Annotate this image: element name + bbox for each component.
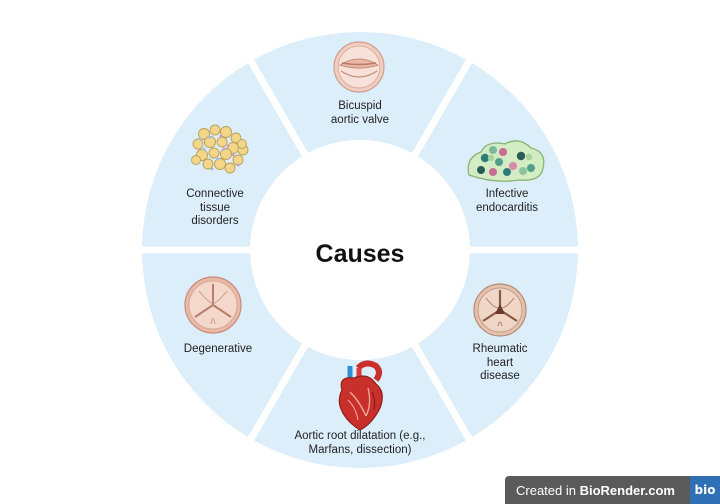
- label-line: disease: [480, 370, 520, 382]
- fat-cell: [220, 148, 232, 160]
- fiber-dot: [210, 167, 214, 171]
- label-line: endocarditis: [475, 201, 538, 214]
- segment-label-connective: Connective tissue disorders: [160, 188, 270, 229]
- fiber-dot: [216, 157, 220, 161]
- fat-cell: [192, 138, 204, 150]
- bacteria-cluster-icon: [467, 140, 545, 182]
- ring-segment-rheumatic: [418, 253, 578, 438]
- fat-cell: [224, 162, 236, 174]
- biorender-badge[interactable]: Created in BioRender.com bio: [505, 476, 720, 504]
- ring-segment-degenerative: [142, 253, 302, 438]
- fat-cell: [214, 158, 226, 170]
- fat-cell: [220, 126, 232, 138]
- fiber-dot: [202, 147, 206, 151]
- label-line: Degenerative: [183, 343, 253, 355]
- segment-label-aortic-root: Aortic root dilatation (e.g., Marfans, d…: [280, 430, 440, 457]
- fat-cell: [209, 124, 221, 136]
- segment-label-rheumatic: Rheumatic heart disease: [450, 343, 550, 384]
- heart-icon: [338, 360, 383, 431]
- fiber-dot: [219, 134, 223, 138]
- label-line: tissue: [199, 201, 231, 214]
- biorender-logo-icon: bio: [690, 476, 720, 504]
- fiber-dot: [236, 163, 240, 167]
- fiber-dot: [207, 135, 211, 139]
- fiber-dot: [226, 144, 230, 148]
- fat-cell: [216, 136, 228, 148]
- badge-prefix: Created in: [516, 482, 580, 498]
- fat-cell: [208, 147, 220, 159]
- label-line: disorders: [191, 215, 239, 227]
- fiber-dot: [222, 147, 226, 151]
- badge-brand: BioRender.com: [579, 482, 675, 498]
- valve-tricuspid-icon: [184, 276, 242, 334]
- fat-cells-icon: [191, 124, 249, 174]
- label-line: heart: [486, 356, 514, 369]
- label-line: Bicuspid: [338, 100, 382, 112]
- fat-cell: [204, 136, 216, 148]
- label-line: Rheumatic: [472, 343, 528, 355]
- badge-text: Created in BioRender.com: [505, 483, 675, 498]
- fiber-dot: [231, 153, 235, 157]
- label-line: Connective: [186, 188, 244, 200]
- label-line: aortic valve: [330, 113, 390, 126]
- ring: [142, 32, 578, 469]
- valve-two-leaflet-icon: [333, 41, 385, 93]
- segment-label-bicuspid: Bicuspid aortic valve: [300, 100, 420, 127]
- segment-label-degenerative: Degenerative: [163, 343, 273, 357]
- label-line: Marfans, dissection): [308, 443, 412, 456]
- fiber-dot: [198, 137, 202, 141]
- diagram-title: Causes: [315, 240, 405, 268]
- fat-cell: [198, 128, 210, 140]
- fat-cell: [237, 139, 247, 149]
- fat-cell: [191, 155, 201, 165]
- label-line: Infective: [485, 188, 529, 200]
- fat-cell: [202, 158, 214, 170]
- label-line: Aortic root dilatation (e.g.,: [294, 430, 426, 442]
- segment-label-infective: Infective endocarditis: [452, 188, 562, 215]
- rheumatic-valve-icon: [473, 283, 527, 337]
